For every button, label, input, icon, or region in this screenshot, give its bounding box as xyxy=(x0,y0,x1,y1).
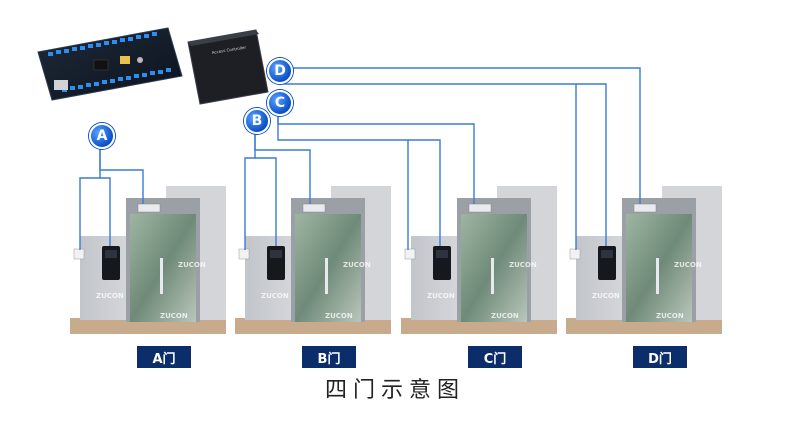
node-a-marker: A xyxy=(89,123,115,149)
wire xyxy=(100,177,111,246)
magnetic-lock xyxy=(137,203,161,213)
brand-text: ZUCON xyxy=(592,292,620,300)
door-handle xyxy=(491,258,494,294)
reader-screen xyxy=(601,250,613,258)
node-b-marker: B xyxy=(244,108,270,134)
door-handle xyxy=(160,258,163,294)
door-d-scene: ZUCON ZUCON ZUCON xyxy=(566,186,722,334)
brand-text: ZUCON xyxy=(261,292,289,300)
exit-button xyxy=(238,248,250,260)
brand-text: ZUCON xyxy=(160,312,188,320)
door-b-label: B门 xyxy=(302,346,356,368)
node-a-letter: A xyxy=(96,128,108,144)
magnetic-lock xyxy=(633,203,657,213)
wire xyxy=(408,139,441,246)
magnetic-lock xyxy=(302,203,326,213)
door-a-scene: ZUCON ZUCON ZUCON xyxy=(70,186,226,334)
door-c-label: C门 xyxy=(468,346,522,368)
wire xyxy=(278,67,641,204)
wire xyxy=(254,130,311,204)
reader-screen xyxy=(270,250,282,258)
node-d-marker: D xyxy=(267,58,293,84)
brand-text: ZUCON xyxy=(656,312,684,320)
door-d-label: D门 xyxy=(633,346,687,368)
diagram-caption: 四门示意图 xyxy=(324,378,465,403)
door-b-scene: ZUCON ZUCON ZUCON xyxy=(235,186,391,334)
wire xyxy=(576,83,607,246)
reader-screen xyxy=(105,250,117,258)
magnetic-lock xyxy=(468,203,492,213)
wire xyxy=(244,130,256,250)
controller-board xyxy=(37,27,183,101)
brand-text: ZUCON xyxy=(325,312,353,320)
node-c-marker: C xyxy=(267,90,293,116)
door-handle xyxy=(656,258,659,294)
wire xyxy=(255,157,277,246)
node-c-letter: C xyxy=(274,95,286,111)
brand-text: ZUCON xyxy=(491,312,519,320)
exit-button xyxy=(73,248,85,260)
door-c-scene: ZUCON ZUCON ZUCON xyxy=(401,186,557,334)
exit-button xyxy=(569,248,581,260)
controller-box-label: Access Controller xyxy=(211,45,246,55)
brand-text: ZUCON xyxy=(343,261,371,269)
wire xyxy=(79,145,101,250)
wire xyxy=(99,145,144,204)
controller-box: Access Controller xyxy=(187,29,269,105)
door-a-label: A门 xyxy=(137,346,191,368)
node-d-letter: D xyxy=(274,63,286,79)
brand-text: ZUCON xyxy=(509,261,537,269)
doors-group: ZUCONZUCONZUCONZUCONZUCONZUCONZUCONZUCON… xyxy=(70,186,722,334)
wire xyxy=(277,112,409,250)
brand-text: ZUCON xyxy=(674,261,702,269)
exit-button xyxy=(404,248,416,260)
door-handle xyxy=(325,258,328,294)
reader-screen xyxy=(436,250,448,258)
node-b-letter: B xyxy=(251,113,263,129)
brand-text: ZUCON xyxy=(96,292,124,300)
brand-text: ZUCON xyxy=(427,292,455,300)
brand-text: ZUCON xyxy=(178,261,206,269)
